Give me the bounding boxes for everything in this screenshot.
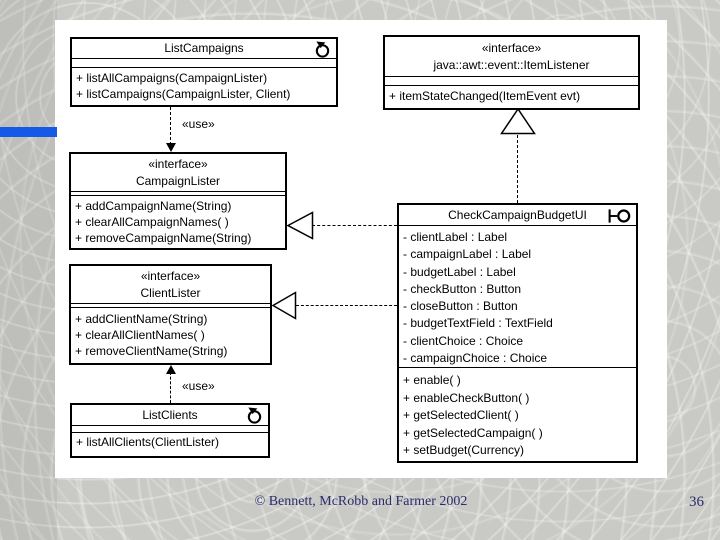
attribute: - checkButton : Button [403,281,522,296]
class-list-clients[interactable]: ListClients + listAllClients(ClientListe… [70,403,270,458]
operation: + enable( ) [403,373,461,387]
operation: + listAllClients(ClientLister) [76,435,220,449]
operation: + enableCheckButton( ) [403,390,530,405]
boundary-icon [607,208,632,230]
operations-compartment: + listAllCampaigns(CampaignLister) + lis… [72,68,336,102]
dependency-arrowhead-icon [166,143,176,152]
operations-compartment: + listAllClients(ClientLister) [72,433,268,450]
attributes-compartment-empty [72,426,268,433]
operation: + removeCampaignName(String) [75,231,252,245]
use-stereotype-label: «use» [182,379,215,393]
class-title-bar: ListClients [72,405,268,426]
class-name: CampaignLister [135,174,221,188]
control-icon [246,407,263,430]
attributes-compartment-empty [71,304,270,308]
operation: + listAllCampaigns(CampaignLister) [76,71,268,85]
class-title-bar: «interface» java::awt::event::ItemListen… [385,37,638,77]
class-title-bar: CheckCampaignBudgetUI [399,205,636,226]
class-title-bar: «interface» CampaignLister [71,154,285,192]
class-item-listener[interactable]: «interface» java::awt::event::ItemListen… [383,35,640,110]
attributes-compartment: - clientLabel : Label - campaignLabel : … [399,226,636,368]
operations-compartment: + enable( ) + enableCheckButton( ) + get… [399,368,636,460]
operation: + setBudget(Currency) [403,443,525,458]
class-stereotype: «interface» [481,41,542,55]
class-name: ListCampaigns [164,41,244,55]
realization-line [312,225,397,226]
page-number: 36 [689,494,704,510]
operation: + clearAllClientNames( ) [75,328,205,342]
attributes-compartment-empty [71,192,285,196]
operation: + getSelectedCampaign( ) [403,425,543,440]
class-client-lister[interactable]: «interface» ClientLister + addClientName… [69,264,272,365]
realization-line [517,135,518,203]
operation: + clearAllCampaignNames( ) [75,215,229,229]
class-name: java::awt::event::ItemListener [433,58,590,72]
attributes-compartment-empty [72,59,336,68]
class-check-campaign-budget-ui[interactable]: CheckCampaignBudgetUI - clientLabel : La… [397,203,638,463]
operations-compartment: + itemStateChanged(ItemEvent evt) [385,86,638,104]
control-icon [314,41,331,64]
left-margin-strip [0,0,57,540]
realization-line [296,305,397,306]
operation: + addCampaignName(String) [75,199,232,213]
realization-triangle-icon [287,211,314,240]
class-name: ListClients [142,408,198,422]
realization-triangle-icon [272,291,297,320]
attribute: - clientLabel : Label [403,230,508,244]
operation: + removeClientName(String) [75,344,228,358]
realization-triangle-icon [500,108,536,135]
class-name: ClientLister [140,286,201,300]
class-stereotype: «interface» [148,157,208,171]
use-stereotype-label: «use» [182,117,215,131]
operation: + addClientName(String) [75,312,208,326]
class-campaign-lister[interactable]: «interface» CampaignLister + addCampaign… [69,152,287,250]
class-title-bar: ListCampaigns [72,39,336,59]
attribute: - clientChoice : Choice [403,333,524,348]
footer-credit: © Bennett, McRobb and Farmer 2002 [254,494,468,509]
accent-bar [0,127,57,137]
attribute: - closeButton : Button [403,299,518,314]
use-dependency-line [170,107,171,145]
attributes-compartment-empty [385,77,638,86]
class-title-bar: «interface» ClientLister [71,266,270,304]
attribute: - campaignLabel : Label [403,247,532,262]
operation: + getSelectedClient( ) [403,408,519,423]
operation: + itemStateChanged(ItemEvent evt) [389,89,581,103]
dependency-arrowhead-icon [166,365,176,374]
use-dependency-line [170,372,171,403]
class-list-campaigns[interactable]: ListCampaigns + listAllCampaigns(Campaig… [70,37,338,107]
operations-compartment: + addClientName(String) + clearAllClient… [71,308,270,359]
attribute: - budgetLabel : Label [403,264,516,279]
attribute: - budgetTextField : TextField [403,316,553,331]
class-stereotype: «interface» [140,269,201,283]
operation: + listCampaigns(CampaignLister, Client) [76,87,291,101]
class-name: CheckCampaignBudgetUI [448,208,587,222]
attribute: - campaignChoice : Choice [403,351,548,366]
operations-compartment: + addCampaignName(String) + clearAllCamp… [71,196,285,246]
